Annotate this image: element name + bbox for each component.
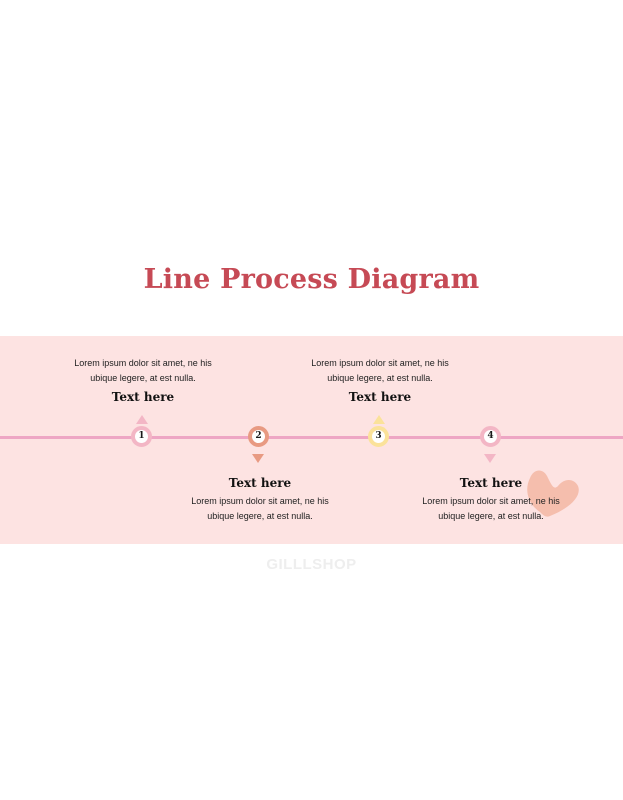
step-2-heading: Text here xyxy=(228,476,292,490)
step-1-heading: Text here xyxy=(111,390,175,404)
step-2-description: Lorem ipsum dolor sit amet, ne his ubiqu… xyxy=(191,496,329,521)
step-2-node: 2 xyxy=(248,426,269,447)
step-2-arrow-icon xyxy=(252,454,264,463)
watermark: GILLLSHOP xyxy=(266,556,357,573)
step-1-description: Lorem ipsum dolor sit amet, ne his ubiqu… xyxy=(74,358,212,383)
page-title: Line Process Diagram xyxy=(143,264,480,295)
timeline-line xyxy=(0,436,623,439)
step-3-arrow-icon xyxy=(373,415,385,424)
step-3-heading: Text here xyxy=(348,390,412,404)
step-4-description: Lorem ipsum dolor sit amet, ne his ubiqu… xyxy=(422,496,560,521)
step-3-description: Lorem ipsum dolor sit amet, ne his ubiqu… xyxy=(311,358,449,383)
step-1-node: 1 xyxy=(131,426,152,447)
step-4-arrow-icon xyxy=(484,454,496,463)
heart-icon xyxy=(527,470,579,517)
process-band: Lorem ipsum dolor sit amet, ne his ubiqu… xyxy=(0,336,623,544)
step-4-heading: Text here xyxy=(459,476,523,490)
step-4-node: 4 xyxy=(480,426,501,447)
step-3-node: 3 xyxy=(368,426,389,447)
step-1-arrow-icon xyxy=(136,415,148,424)
